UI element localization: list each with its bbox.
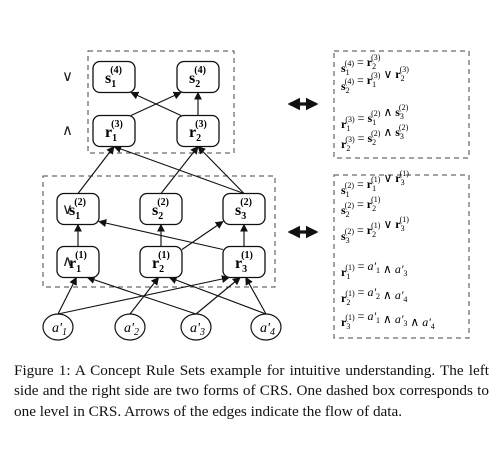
figure-caption: Figure 1: A Concept Rule Sets example fo… [14, 362, 489, 420]
node-lower-r: r2(1) [139, 245, 183, 279]
svg-text:s1(2): s1(2) [69, 197, 86, 222]
rule-equation: r1(1) = a'1 ∧ a'3 [341, 259, 407, 281]
rule-equation: r2(3) = s2(2) ∧ s3(2) [341, 123, 409, 153]
svg-text:s2(2): s2(2) [152, 197, 169, 222]
and-symbol: ∧ [62, 252, 73, 270]
node-leaf: a'1 [42, 313, 74, 341]
edge-leaf-to-r [57, 276, 77, 315]
svg-text:r3(1): r3(1) [235, 250, 253, 275]
edge-r-to-s [181, 221, 224, 250]
node-upper-s: s2(4) [176, 60, 220, 94]
node-lower-r: r3(1) [222, 245, 266, 279]
node-lower-s: s2(2) [139, 192, 183, 226]
rule-equation: s2(2) = r2(1) [341, 195, 381, 219]
or-symbol: ∨ [62, 67, 73, 85]
edge-upper-r-to-s [130, 91, 182, 117]
node-upper-r: r1(3) [92, 114, 136, 148]
node-lower-s: s1(2) [56, 192, 100, 226]
svg-text:r2(1): r2(1) [152, 250, 170, 275]
or-symbol: ∨ [62, 200, 73, 218]
node-upper-s: s1(4) [92, 60, 136, 94]
svg-text:r1(3): r1(3) [105, 119, 123, 144]
node-upper-r: r2(3) [176, 114, 220, 148]
rule-equation: s1(4) = r2(3) [341, 53, 381, 77]
lower-level-box [42, 175, 276, 288]
svg-text:a'4: a'4 [260, 321, 275, 338]
svg-text:s1(4): s1(4) [105, 65, 122, 90]
edge-s-to-upper-r [77, 145, 115, 194]
rule-equation: s3(2) = r2(1) ∨ r3(1) [341, 215, 409, 245]
edge-leaf-to-r [245, 276, 267, 315]
lower-rules-box [333, 174, 470, 339]
edge-leaf-to-r [195, 276, 241, 315]
upper-level-box [87, 50, 235, 154]
edge-s-to-upper-r [160, 145, 199, 194]
rule-equation: s1(2) = r1(1) ∨ r3(1) [341, 169, 409, 199]
svg-text:a'3: a'3 [190, 321, 205, 338]
rule-equation: s2(4) = r1(3) ∨ r2(3) [341, 65, 409, 95]
svg-text:s3(2): s3(2) [235, 197, 252, 222]
node-leaf: a'3 [180, 313, 212, 341]
svg-text:a'2: a'2 [124, 321, 139, 338]
svg-text:s2(4): s2(4) [189, 65, 206, 90]
and-symbol: ∧ [62, 121, 73, 139]
node-lower-s: s3(2) [222, 192, 266, 226]
node-leaf: a'2 [114, 313, 146, 341]
rule-equation: r3(1) = a'1 ∧ a'3 ∧ a'4 [341, 309, 435, 331]
svg-text:r2(3): r2(3) [189, 119, 207, 144]
svg-text:r1(1): r1(1) [69, 250, 87, 275]
rule-equation: r2(1) = a'2 ∧ a'4 [341, 285, 407, 307]
node-lower-r: r1(1) [56, 245, 100, 279]
edge-s-to-upper-r [197, 145, 245, 194]
svg-text:a'1: a'1 [52, 321, 67, 338]
node-leaf: a'4 [250, 313, 282, 341]
edge-leaf-to-r [57, 275, 230, 315]
rule-equation: r1(3) = s1(2) ∧ s3(2) [341, 103, 409, 133]
upper-rules-box [333, 50, 470, 159]
